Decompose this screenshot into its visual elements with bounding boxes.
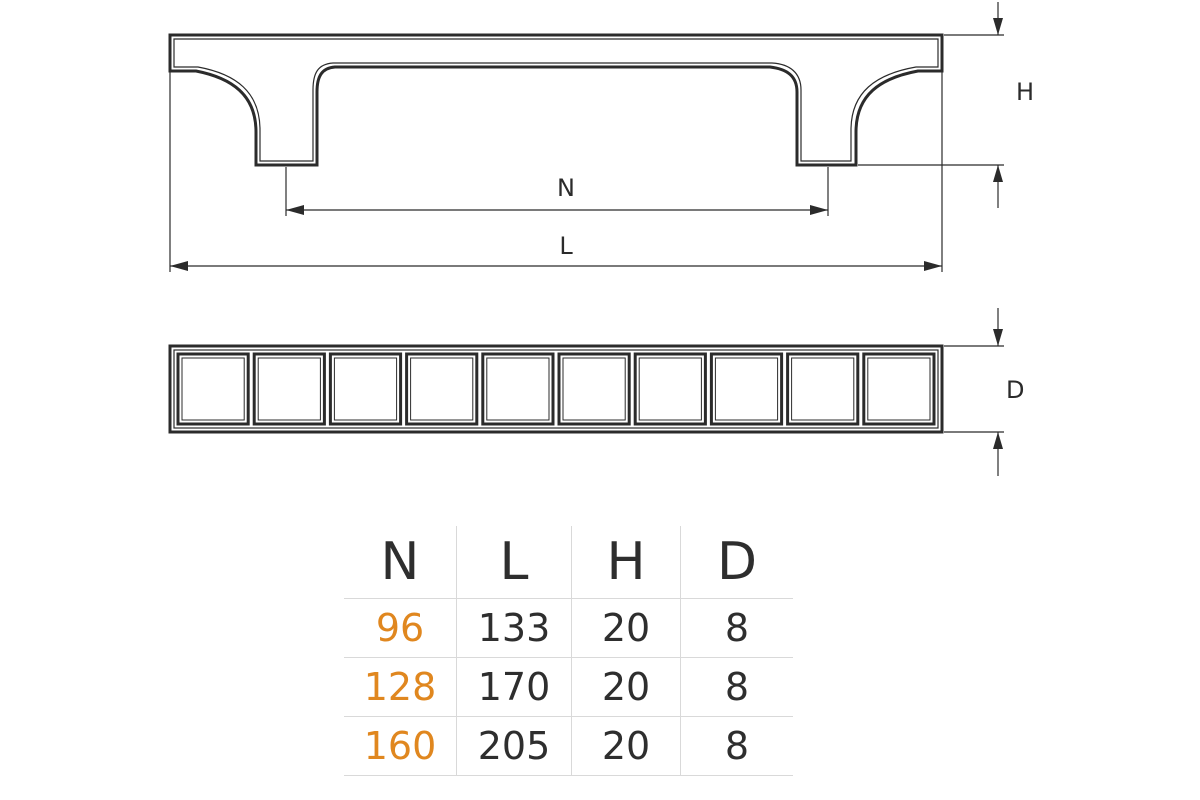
handle-cell: [786, 352, 860, 426]
handle-cell: [709, 352, 784, 426]
size-spec-table: N L H D 96 133 20 8 128 170 20 8 160 205…: [344, 526, 793, 776]
table-header-row: N L H D: [344, 526, 793, 599]
dimension-l-arrow-left: [170, 261, 188, 271]
handle-top-cells: [176, 352, 936, 426]
cell-n: 96: [344, 598, 457, 658]
cell-d: 8: [680, 598, 793, 658]
handle-cell-inner: [562, 357, 626, 421]
table-row: 160 205 20 8: [344, 716, 793, 776]
handle-cell-inner: [333, 357, 398, 421]
dimension-d-arrow-bottom: [993, 432, 1003, 449]
handle-top-inner: [173, 349, 939, 429]
handle-outer-profile: [168, 33, 944, 167]
cell-n: 128: [344, 657, 457, 717]
cell-h: 20: [571, 657, 681, 717]
dimension-n-arrow-right: [810, 205, 828, 215]
handle-cell-inner: [257, 357, 321, 421]
handle-inner-profile: [173, 38, 939, 162]
dimension-n-arrow-left: [286, 205, 304, 215]
cell-n: 160: [344, 716, 457, 776]
handle-cell: [557, 352, 631, 426]
dimension-h-label: H: [1016, 78, 1034, 106]
handle-cell-inner: [181, 357, 245, 421]
handle-cell: [862, 352, 936, 426]
dimension-n-label: N: [557, 174, 575, 202]
dimension-l: [169, 72, 943, 272]
dimension-d: [944, 308, 1004, 476]
cell-d: 8: [680, 716, 793, 776]
cell-h: 20: [571, 598, 681, 658]
handle-cell-inner: [791, 357, 855, 421]
handle-side-view: [168, 33, 944, 167]
header-h: H: [571, 526, 681, 599]
cell-h: 20: [571, 716, 681, 776]
handle-cell-inner: [638, 357, 702, 421]
dimension-h-arrow-top: [993, 18, 1003, 35]
handle-cell-inner: [410, 357, 474, 421]
handle-cell: [328, 352, 403, 426]
dimension-d-arrow-top: [993, 329, 1003, 346]
handle-cell-inner: [486, 357, 550, 421]
table-row: 96 133 20 8: [344, 598, 793, 658]
cell-l: 205: [456, 716, 572, 776]
handle-cell: [481, 352, 555, 426]
handle-top-view: [168, 344, 944, 434]
handle-cell: [633, 352, 707, 426]
header-n: N: [344, 526, 457, 599]
cell-l: 170: [456, 657, 572, 717]
dimension-l-label: L: [559, 232, 573, 260]
handle-cell: [176, 352, 250, 426]
handle-cell-inner: [867, 357, 931, 421]
cell-d: 8: [680, 657, 793, 717]
header-l: L: [456, 526, 572, 599]
header-d: D: [680, 526, 793, 599]
handle-top-outer: [168, 344, 944, 434]
cell-l: 133: [456, 598, 572, 658]
dimension-n: [285, 167, 829, 216]
handle-cell: [252, 352, 326, 426]
dimension-h-arrow-bottom: [993, 165, 1003, 182]
table-row: 128 170 20 8: [344, 657, 793, 717]
dimension-h: [858, 2, 1004, 208]
dimension-l-arrow-right: [924, 261, 942, 271]
handle-cell-inner: [714, 357, 779, 421]
dimension-d-label: D: [1006, 376, 1024, 404]
handle-cell: [405, 352, 479, 426]
